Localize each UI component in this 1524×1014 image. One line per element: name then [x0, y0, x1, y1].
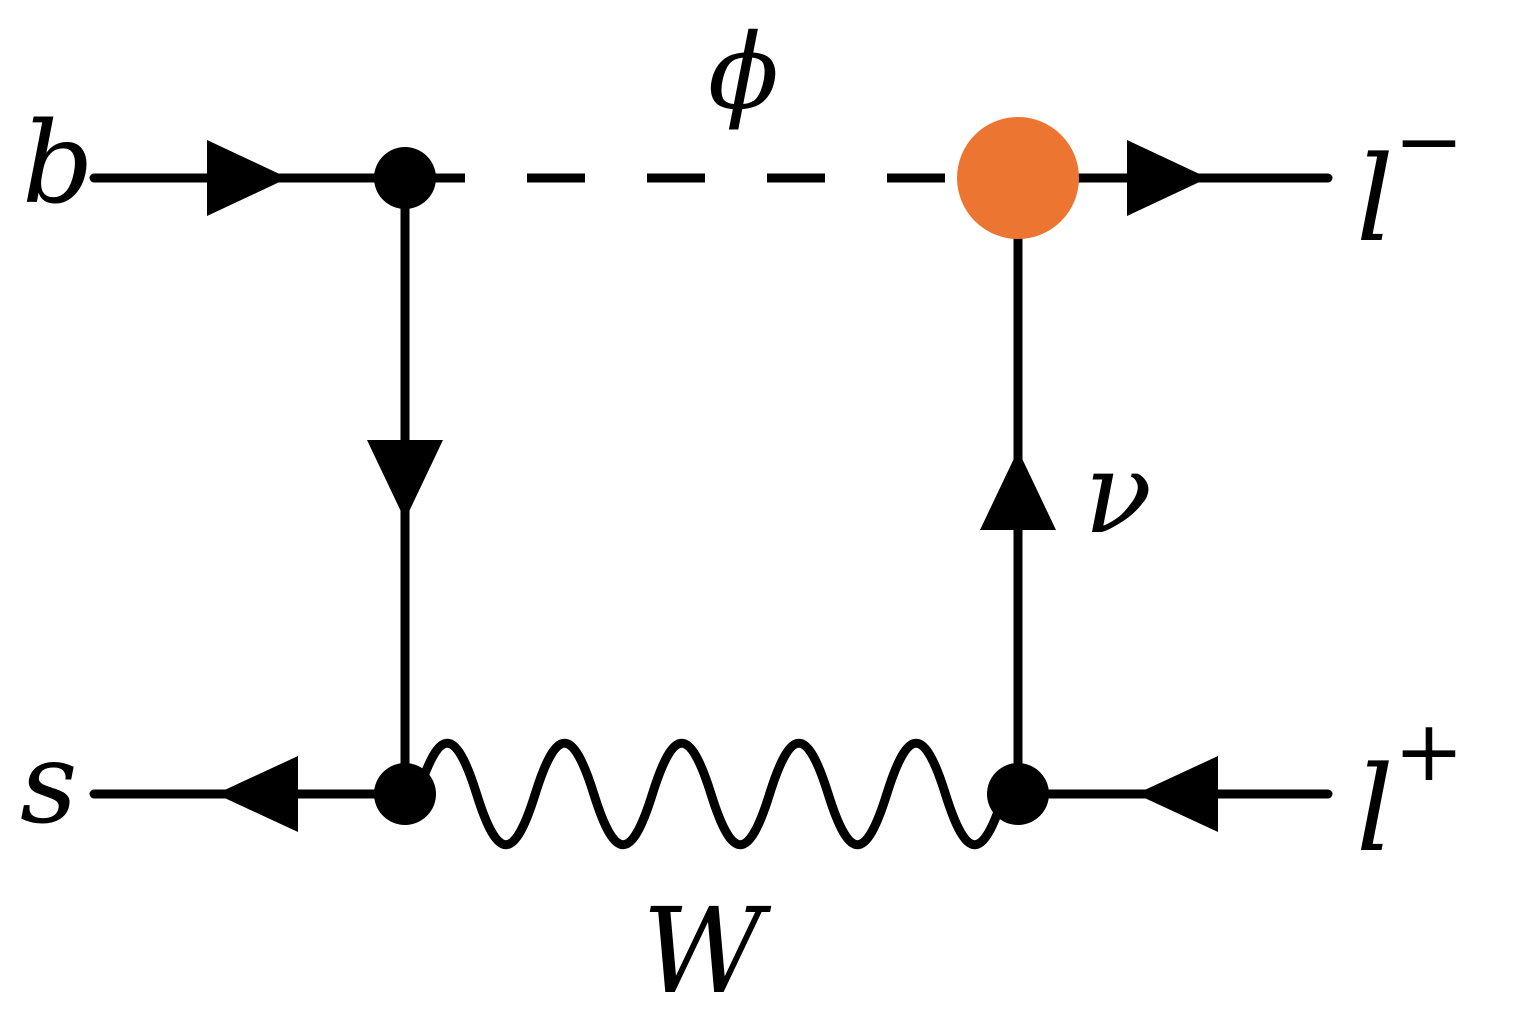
label-l-plus-base: l	[1356, 740, 1394, 878]
neutrino-arrow	[980, 450, 1056, 530]
label-l-plus-sup: +	[1394, 702, 1464, 800]
label-w: W	[642, 882, 772, 1014]
lepton-minus-arrow	[1127, 140, 1208, 216]
effective-vertex-blob	[957, 117, 1079, 239]
w-boson-line	[400, 739, 1023, 849]
internal-quark-arrow	[367, 440, 443, 520]
label-l-minus-base: l	[1356, 130, 1394, 268]
b-quark-arrow	[207, 140, 288, 216]
label-l-minus: l−	[1356, 92, 1464, 268]
label-nu: ν	[1084, 429, 1152, 559]
label-s: s	[20, 719, 77, 849]
label-l-plus: l+	[1356, 702, 1464, 878]
vertex-bottom-right	[987, 763, 1049, 825]
label-b: b	[22, 99, 94, 229]
lepton-plus-arrow	[1136, 756, 1218, 832]
label-l-minus-sup: −	[1394, 92, 1464, 190]
vertex-bottom-left	[374, 763, 436, 825]
vertex-top-left	[374, 147, 436, 209]
s-quark-arrow	[216, 756, 298, 832]
label-phi: ϕ	[708, 11, 779, 133]
